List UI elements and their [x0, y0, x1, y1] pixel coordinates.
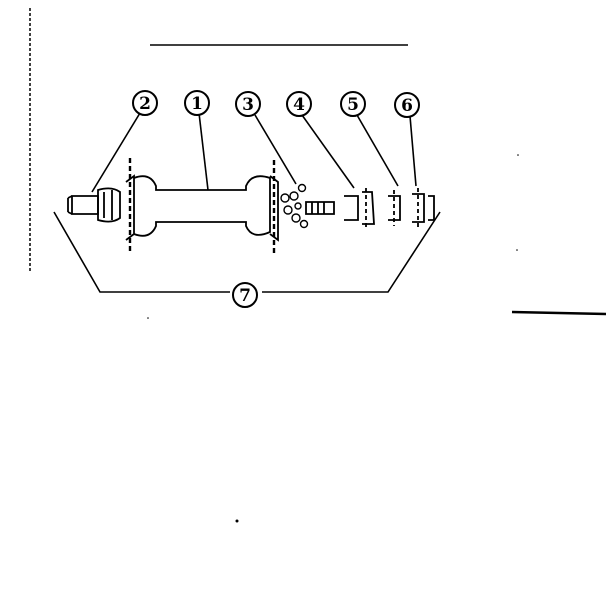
- speck: [517, 154, 519, 156]
- callout-7-label: 7: [239, 286, 251, 306]
- leader-lines: [53, 112, 441, 293]
- right-rule: [511, 310, 607, 316]
- leader-7-bracket: [53, 211, 230, 293]
- speck: [235, 519, 239, 523]
- left-cone-nut: [97, 187, 121, 223]
- callout-3-label: 3: [242, 95, 254, 115]
- washer: [388, 190, 401, 226]
- callout-1-label: 1: [191, 94, 203, 114]
- callout-3: 3: [235, 91, 261, 117]
- right-cone: [344, 188, 375, 228]
- right-axle: [305, 201, 335, 215]
- left-flange: [125, 158, 135, 252]
- callout-1: 1: [184, 90, 210, 116]
- left-axle-end: [67, 195, 99, 215]
- callout-4-label: 4: [293, 95, 305, 115]
- leader-7-bracket-right: [262, 211, 441, 293]
- hub-assembly: [67, 158, 435, 254]
- callout-6-label: 6: [401, 96, 413, 116]
- callout-4: 4: [286, 91, 312, 117]
- callout-6: 6: [394, 92, 420, 118]
- leader-3: [254, 114, 297, 185]
- leader-6: [409, 115, 417, 187]
- callout-5-label: 5: [347, 95, 359, 115]
- speck: [516, 249, 518, 251]
- callout-7: 7: [232, 282, 258, 308]
- callout-2-label: 2: [139, 94, 151, 114]
- leader-4: [301, 114, 355, 189]
- bearing-balls: [280, 183, 309, 229]
- leader-5: [356, 114, 399, 187]
- callout-2: 2: [132, 90, 158, 116]
- locknut: [412, 188, 435, 228]
- hub-body: [133, 175, 271, 237]
- leader-2: [91, 112, 141, 193]
- callout-5: 5: [340, 91, 366, 117]
- leader-1: [198, 112, 209, 191]
- speck: [147, 317, 149, 319]
- right-flange: [269, 160, 279, 254]
